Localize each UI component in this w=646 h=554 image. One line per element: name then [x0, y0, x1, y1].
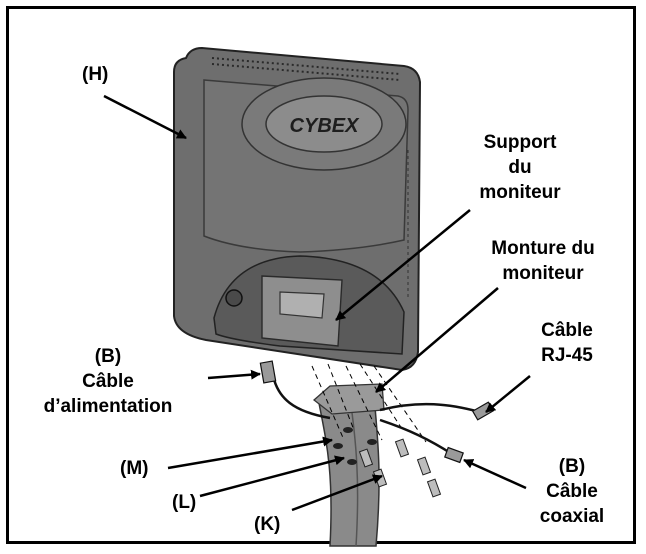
arrow-monture [375, 287, 499, 393]
arrow-coax [463, 458, 527, 490]
label-monitor-mount-line2: moniteur [502, 263, 584, 284]
arrow-power [207, 369, 261, 380]
label-monitor-support-line3: moniteur [479, 182, 561, 203]
label-power-line1: (B) [94, 346, 122, 367]
screws [358, 438, 442, 498]
arrow-l [199, 455, 345, 498]
monitor-body: CYBEX [173, 46, 422, 372]
label-monitor-support-line1: Support [483, 132, 557, 153]
label-power-line2: Câble [82, 371, 134, 392]
label-monitor-mount-line1: Monture du [491, 238, 595, 259]
label-coax-cable: (B) Câble coaxial [524, 454, 620, 529]
label-k: (K) [254, 514, 281, 535]
label-monitor-mount: Monture du moniteur [468, 236, 618, 286]
arrow-rj45 [485, 375, 531, 413]
arrow-m [167, 436, 333, 470]
label-monitor-support: Support du moniteur [464, 130, 576, 205]
monitor-mount-bracket [312, 383, 385, 415]
arrow-h [103, 94, 187, 140]
alignment-lines [311, 363, 427, 443]
label-coax-line1: (B) [558, 456, 586, 477]
callout-arrows [103, 94, 531, 512]
label-l: (L) [172, 492, 197, 513]
label-power-line3: d’alimentation [43, 396, 173, 417]
arrow-support [335, 209, 471, 321]
label-rj45-cable: Câble RJ-45 [532, 318, 602, 368]
arrow-k [291, 474, 383, 512]
label-rj45-line2: RJ-45 [541, 345, 593, 366]
label-coax-line2: Câble [546, 481, 598, 502]
washers [333, 427, 377, 465]
label-coax-line3: coaxial [539, 506, 605, 527]
label-monitor-support-line2: du [508, 157, 532, 178]
label-m: (M) [120, 458, 149, 479]
label-h: (H) [82, 64, 109, 85]
brand-logo: CYBEX [290, 115, 361, 137]
label-power-cable: (B) Câble d’alimentation [28, 344, 188, 419]
label-rj45-line1: Câble [541, 320, 593, 341]
